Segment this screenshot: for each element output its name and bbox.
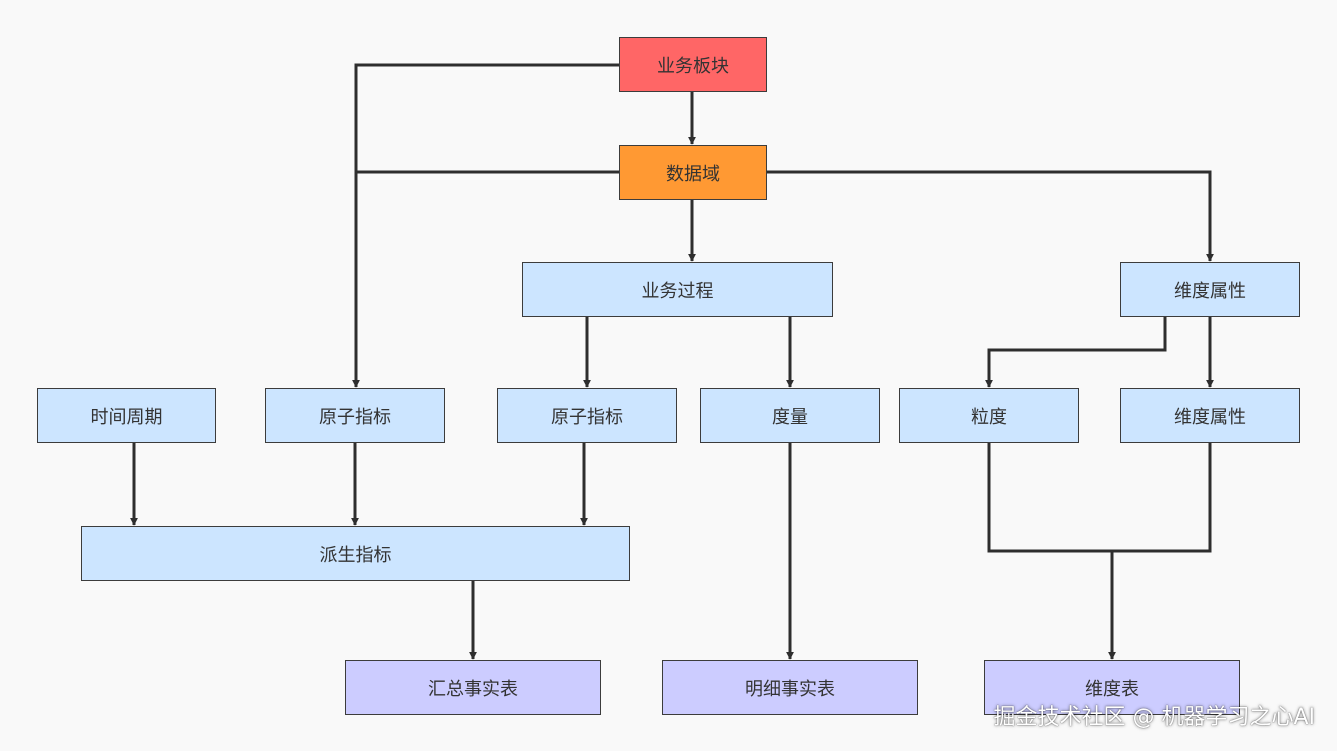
node-dimension-table: 维度表 xyxy=(984,660,1240,715)
node-dimension-attribute-top: 维度属性 xyxy=(1120,262,1300,317)
node-detail-fact-table: 明细事实表 xyxy=(662,660,918,715)
node-summary-fact-table: 汇总事实表 xyxy=(345,660,601,715)
node-dimension-attribute-bottom: 维度属性 xyxy=(1120,388,1300,443)
node-measure: 度量 xyxy=(700,388,880,443)
node-business-process: 业务过程 xyxy=(522,262,833,317)
node-time-period: 时间周期 xyxy=(37,388,216,443)
node-atomic-metric-left: 原子指标 xyxy=(265,388,445,443)
edge-granularity-join xyxy=(987,443,1212,553)
node-atomic-metric-right: 原子指标 xyxy=(497,388,677,443)
edge-domain-to-dim-attr xyxy=(767,170,1214,262)
edge-block-to-atomic-left xyxy=(352,63,620,388)
node-data-domain: 数据域 xyxy=(619,145,767,200)
edge-dimattr-to-granularity xyxy=(985,317,1167,388)
node-derived-metric: 派生指标 xyxy=(81,526,630,581)
node-business-block: 业务板块 xyxy=(619,37,767,92)
node-granularity: 粒度 xyxy=(899,388,1079,443)
watermark: 掘金技术社区 @ 机器学习之心AI xyxy=(993,705,1315,730)
